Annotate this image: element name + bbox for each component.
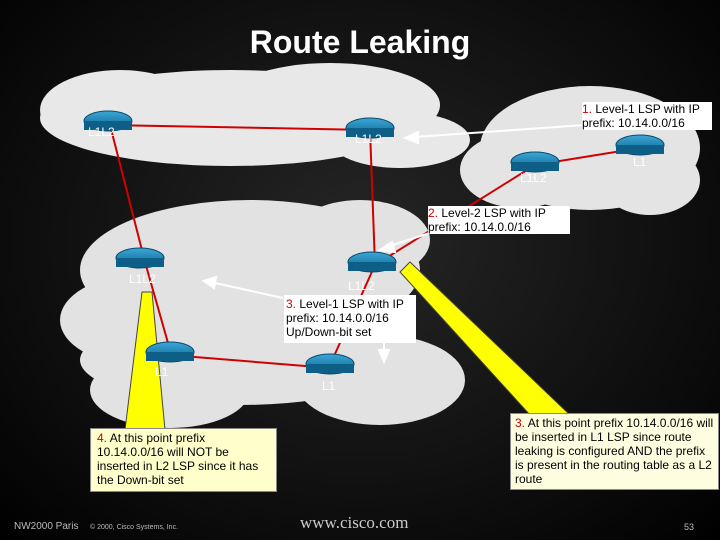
- callout-1: 1. Level-1 LSP with IP prefix: 10.14.0.0…: [582, 102, 712, 130]
- router-top-mid: L1L2: [345, 117, 395, 146]
- router-bottom-left: L1: [145, 341, 195, 379]
- callout-4: 4. At this point prefix 10.14.0.0/16 wil…: [90, 428, 277, 492]
- router-label: L1: [633, 155, 647, 169]
- area-cloud-right: [460, 86, 700, 215]
- router-label: L1: [155, 365, 169, 379]
- footer-event: NW2000 Paris: [14, 521, 79, 532]
- callout-2: 2. Level-2 LSP with IP prefix: 10.14.0.0…: [428, 206, 570, 234]
- callout-5: 3. At this point prefix 10.14.0.0/16 wil…: [510, 413, 719, 490]
- slide-title: Route Leaking: [249, 24, 471, 60]
- page-number: 53: [684, 522, 695, 532]
- router-right-l1: L1: [615, 134, 665, 169]
- router-bottom-center: L1: [305, 353, 355, 393]
- router-top-left: L1L2: [83, 110, 133, 139]
- router-label: L1L2: [348, 279, 375, 293]
- router-right-l1l2: L1L2: [510, 151, 560, 185]
- footer-copyright: © 2000, Cisco Systems, Inc.: [90, 524, 179, 531]
- footer-site-url: www.cisco.com: [300, 513, 409, 532]
- callout-3: 3. Level-1 LSP with IP prefix: 10.14.0.0…: [284, 295, 416, 343]
- router-label: L1L2: [129, 272, 156, 286]
- router-label: L1L2: [88, 125, 115, 139]
- area-cloud-top: [40, 63, 470, 168]
- router-label: L1: [322, 379, 336, 393]
- router-mid-left: L1L2: [115, 247, 165, 286]
- router-label: L1L2: [520, 171, 547, 185]
- router-mid-center: L1L2: [347, 251, 397, 293]
- router-label: L1L2: [355, 132, 382, 146]
